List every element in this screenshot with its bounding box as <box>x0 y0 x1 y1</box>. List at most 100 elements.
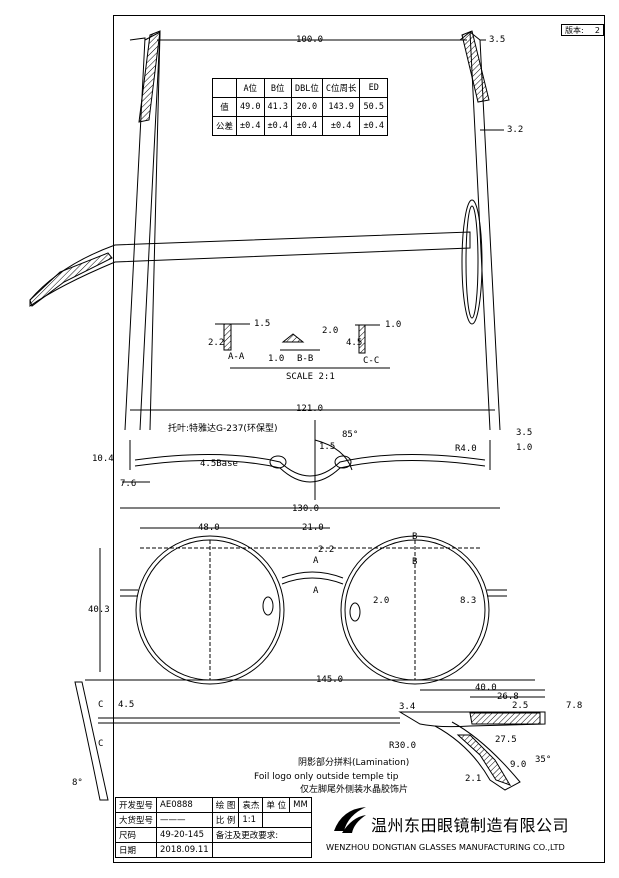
dim-angle: 85° <box>342 430 359 440</box>
dim-radius: R4.0 <box>455 444 477 454</box>
dim-width-inner: 121.0 <box>296 404 324 414</box>
version-box: 版本: 2 <box>561 24 604 36</box>
temple-bend <box>434 721 521 791</box>
dim-d9: 9.0 <box>510 760 527 770</box>
spec-row-label: 值 <box>211 97 238 117</box>
label-scale: SCALE 2:1 <box>286 372 335 382</box>
nose-pad-right <box>334 455 352 469</box>
dim-overall-bottom: 130.0 <box>292 504 320 514</box>
title-block: 开发型号 AE0888 绘 图 袁杰 单 位 MM 大货型号 ——— 比 例 1… <box>114 797 312 858</box>
tb-cell: 备注及更改要求: <box>211 827 312 843</box>
tb-cell <box>211 842 312 858</box>
spec-row: 公差 ±0.4 ±0.4 ±0.4 ±0.4 ±0.4 <box>211 116 388 136</box>
label-a-top: A <box>313 556 319 566</box>
spec-header-cell: B位 <box>263 78 292 98</box>
dim-overall-top: 100.0 <box>296 35 324 45</box>
front-top-view <box>134 453 486 477</box>
spec-cell: 20.0 <box>290 97 323 117</box>
label-a-bottom: A <box>313 586 319 596</box>
label-c-top: C <box>98 700 104 710</box>
tb-cell: 49-20-145 <box>156 827 213 843</box>
version-label: 版本: <box>565 25 584 35</box>
tb-cell: AE0888 <box>156 797 213 813</box>
side-lens <box>74 681 109 801</box>
dim-rim: 8.3 <box>460 596 477 606</box>
company-name-cn: 温州东田眼镜制造有限公司 <box>371 816 570 835</box>
dim-pad-offset: 1.5 <box>319 442 336 452</box>
dim-cc-h: 4.5 <box>346 338 363 348</box>
spec-cell: 50.5 <box>359 97 388 117</box>
right-lens-rim <box>340 535 490 685</box>
dim-d4: 2.5 <box>512 701 529 711</box>
section-bb <box>281 333 305 343</box>
dim-hinge-b: 1.0 <box>516 443 533 453</box>
spec-header-cell: A位 <box>236 78 265 98</box>
bridge <box>281 571 344 579</box>
lamination-note: 阴影部分拼料(Lamination) <box>298 758 410 768</box>
dim-lens-w: 48.0 <box>198 523 220 533</box>
label-bb: B-B <box>297 354 314 364</box>
tb-cell: MM <box>289 797 312 813</box>
dim-d2: 40.0 <box>475 683 497 693</box>
nose-pad-left <box>269 455 287 469</box>
foil-note: Foil logo only outside temple tip <box>254 772 399 782</box>
tb-cell: 1:1 <box>238 812 264 828</box>
dim-side-h: 10.4 <box>92 454 114 464</box>
label-b-bottom: B <box>412 557 418 567</box>
spec-cell: 41.3 <box>263 97 292 117</box>
spec-header-cell: DBL位 <box>290 78 323 98</box>
foil-note-cn: 仅左脚尾外侧装水晶胶饰片 <box>300 785 409 795</box>
nose-pad-note: 托叶:特雅达G-237(环保型) <box>168 424 278 434</box>
spec-cell: ±0.4 <box>321 116 361 136</box>
spec-cell: ±0.4 <box>290 116 323 136</box>
tb-cell: 大货型号 <box>114 812 158 828</box>
pad-left <box>262 596 274 616</box>
label-cc: C-C <box>363 356 380 366</box>
dim-bridge-h: 2.2 <box>318 545 335 555</box>
spec-header-cell: C位周长 <box>321 78 361 98</box>
dim-d7: 27.5 <box>495 735 517 745</box>
dim-d1: 4.5 <box>118 700 135 710</box>
section-aa <box>223 323 232 351</box>
spec-row: 值 49.0 41.3 20.0 143.9 50.5 <box>211 97 388 117</box>
label-b-top: B <box>412 532 418 542</box>
right-temple-tip-hatch <box>461 30 490 103</box>
tb-cell: 袁杰 <box>238 797 264 813</box>
company-logo-icon <box>334 807 366 833</box>
version-value: 2 <box>594 25 600 35</box>
dim-aa-h: 2.2 <box>208 338 225 348</box>
tb-cell: 日期 <box>114 842 158 858</box>
tb-cell: ——— <box>156 812 213 828</box>
tb-cell: 2018.09.11 <box>156 842 213 858</box>
dim-d3: 26.8 <box>497 692 519 702</box>
spec-header-cell: ED <box>359 78 388 98</box>
dim-bb-w: 2.0 <box>322 326 339 336</box>
tb-cell: 单 位 <box>262 797 291 813</box>
dim-angle-tip: 35° <box>535 755 552 765</box>
dim-tip: 3.5 <box>489 35 506 45</box>
dim-d8: 2.1 <box>465 774 482 784</box>
left-temple-tip-hatch <box>138 30 161 123</box>
label-aa: A-A <box>228 352 245 362</box>
spec-cell: ±0.4 <box>263 116 292 136</box>
dim-lens-h: 40.3 <box>88 605 110 615</box>
dim-bridge: 21.0 <box>302 523 324 533</box>
spec-header-cell <box>211 78 238 98</box>
drawing-frame <box>113 15 605 863</box>
spec-cell: ±0.4 <box>236 116 265 136</box>
dim-d5: 7.8 <box>566 701 583 711</box>
pad-right <box>349 602 361 622</box>
dim-angle-tilt: 8° <box>72 778 83 788</box>
tb-cell <box>262 812 312 828</box>
dim-side-w: 7.6 <box>120 479 137 489</box>
dim-hinge-a: 3.5 <box>516 428 533 438</box>
tb-cell: 绘 图 <box>211 797 240 813</box>
right-lens-side <box>461 199 483 325</box>
left-lens-rim <box>135 535 285 685</box>
dim-bb-h: 1.0 <box>268 354 285 364</box>
tb-cell: 开发型号 <box>114 797 158 813</box>
spec-table: A位 B位 DBL位 C位周长 ED 值 49.0 41.3 20.0 143.… <box>211 78 388 136</box>
spec-cell: 143.9 <box>321 97 361 117</box>
spec-cell: 49.0 <box>236 97 265 117</box>
